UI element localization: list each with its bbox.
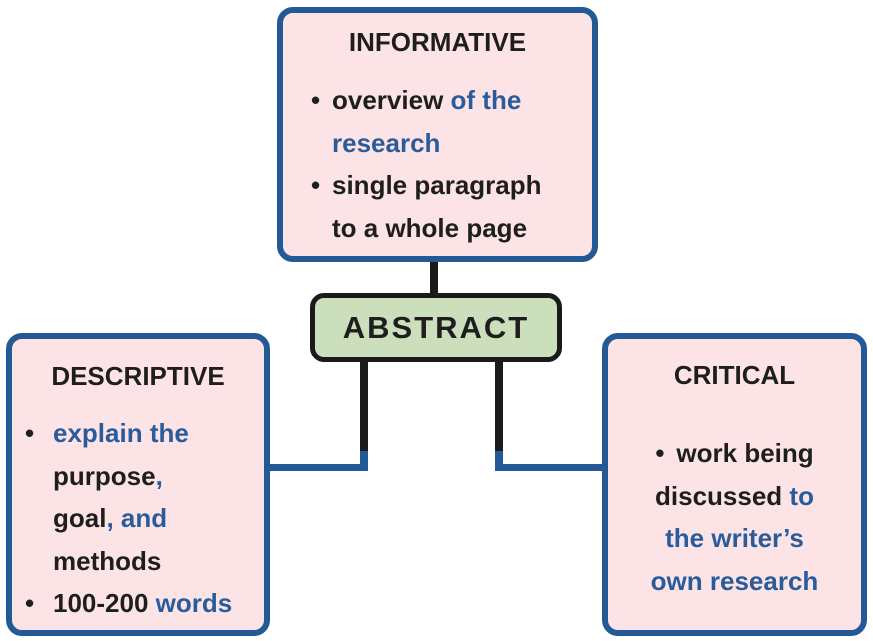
text-segment: overview: [332, 85, 451, 115]
bullet-icon: •: [655, 438, 665, 468]
bullet-icon: •: [25, 418, 35, 448]
list-item: methods: [12, 540, 264, 583]
list-item: • explain the: [12, 412, 264, 455]
text-segment: the writer’s: [665, 523, 804, 553]
list-item: discussed to: [608, 475, 861, 518]
text-segment: words: [155, 588, 233, 618]
connector-left-black: [360, 350, 368, 451]
bullet-icon: •: [311, 85, 321, 115]
connector-left-blue-horizontal: [264, 464, 368, 471]
text-segment: to: [789, 480, 814, 511]
text-segment: goal: [53, 503, 107, 533]
descriptive-list: • explain the purpose, goal, and methods…: [12, 412, 264, 625]
text-segment: methods: [53, 545, 162, 576]
critical-list: • work being discussed to the writer’s ow…: [608, 432, 861, 602]
text-segment: purpose: [53, 460, 156, 491]
text-segment: of the: [450, 85, 522, 115]
list-item: • 100-200 words: [12, 582, 264, 625]
descriptive-box: DESCRIPTIVE • explain the purpose, goal,…: [6, 333, 270, 636]
text-segment: discussed: [655, 480, 790, 511]
connector-top-black: [430, 250, 438, 295]
text-segment: explain the: [53, 418, 189, 448]
text-segment: work being: [676, 438, 814, 468]
text-segment: research: [332, 127, 441, 158]
abstract-center-box: ABSTRACT: [310, 293, 562, 362]
list-item: the writer’s: [608, 517, 861, 560]
connector-right-blue-horizontal: [499, 464, 608, 471]
text-segment: single paragraph: [332, 170, 542, 200]
informative-box: INFORMATIVE • overview of the research •…: [277, 7, 598, 262]
connector-right-blue-vertical: [495, 447, 503, 471]
text-segment: 100-200: [53, 588, 156, 618]
text-segment: own research: [650, 565, 819, 596]
bullet-icon: •: [25, 588, 35, 618]
bullet-icon: •: [311, 170, 321, 200]
list-item: • overview of the: [283, 79, 592, 122]
informative-list: • overview of the research • single para…: [283, 79, 592, 249]
connector-right-black: [495, 350, 503, 451]
text-segment: ,: [155, 460, 163, 491]
connector-left-blue-vertical: [360, 447, 368, 471]
list-item: goal, and: [12, 497, 264, 540]
critical-title: CRITICAL: [673, 360, 796, 390]
informative-title: INFORMATIVE: [348, 27, 527, 57]
list-item: • single paragraph: [283, 164, 592, 207]
list-item: purpose,: [12, 455, 264, 498]
abstract-label: ABSTRACT: [342, 309, 530, 345]
critical-box: CRITICAL • work being discussed to the wr…: [602, 333, 867, 636]
list-item: research: [283, 122, 592, 165]
text-segment: to a whole page: [332, 212, 528, 243]
list-item: to a whole page: [283, 207, 592, 250]
list-item: • work being: [608, 432, 861, 475]
descriptive-title: DESCRIPTIVE: [51, 361, 225, 391]
list-item: own research: [608, 560, 861, 603]
text-segment: , and: [106, 503, 168, 533]
